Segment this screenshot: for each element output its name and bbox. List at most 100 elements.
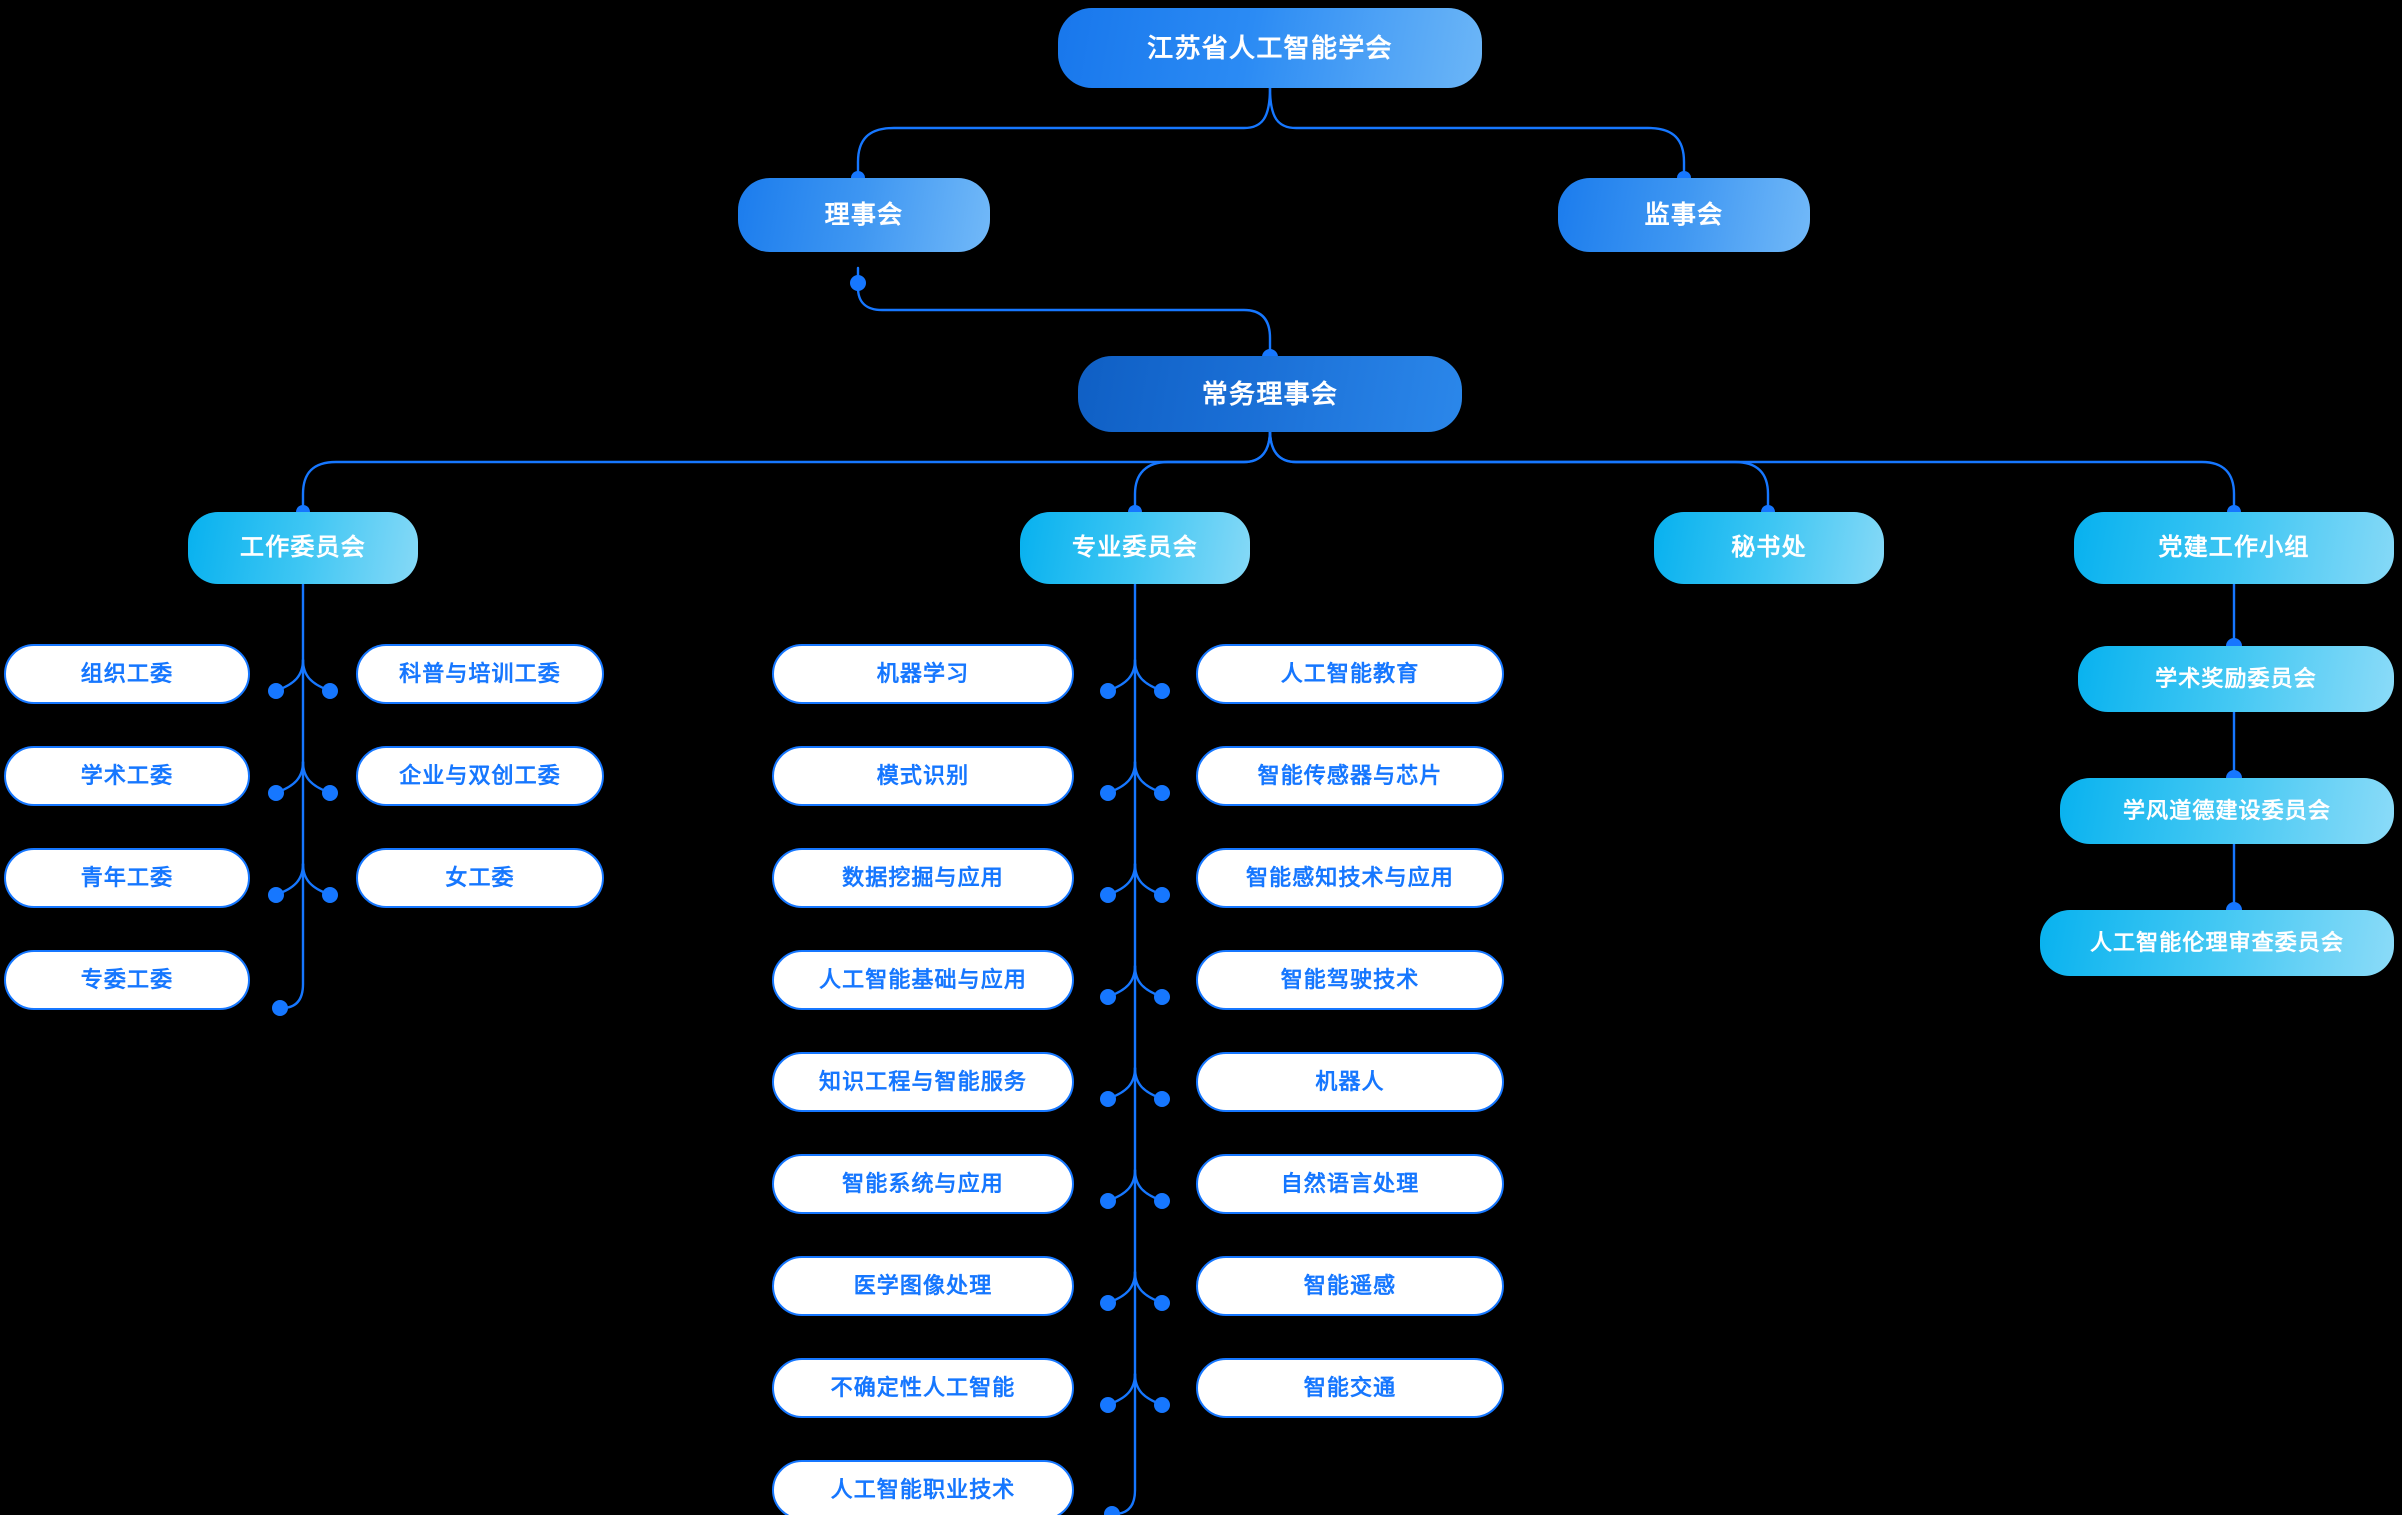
link-changwu-to-mishuchu <box>1268 428 1770 514</box>
link-root-to-lishihui <box>856 86 1272 180</box>
node-standing-council[interactable]: 常务理事会 <box>1078 356 1462 432</box>
leaf-organization-committee[interactable]: 组织工委 <box>4 644 250 704</box>
leaf-youth-committee[interactable]: 青年工委 <box>4 848 250 908</box>
branch-zy-r2 <box>1133 760 1162 794</box>
branch-zy-r4 <box>1133 964 1162 998</box>
leaf-womens-committee[interactable]: 女工委 <box>356 848 604 908</box>
node-label: 人工智能基础与应用 <box>819 967 1027 992</box>
leaf-intelligent-sensors-chips[interactable]: 智能传感器与芯片 <box>1196 746 1504 806</box>
node-label: 工作委员会 <box>240 534 366 561</box>
leaf-intelligent-systems-application[interactable]: 智能系统与应用 <box>772 1154 1074 1214</box>
node-label: 学术奖励委员会 <box>2155 666 2317 691</box>
leaf-intelligent-driving-technology[interactable]: 智能驾驶技术 <box>1196 950 1504 1010</box>
leaf-medical-image-processing[interactable]: 医学图像处理 <box>772 1256 1074 1316</box>
leaf-ai-education[interactable]: 人工智能教育 <box>1196 644 1504 704</box>
node-label: 青年工委 <box>80 865 174 890</box>
node-label: 自然语言处理 <box>1280 1171 1420 1196</box>
branch-zy-r3 <box>1133 862 1162 896</box>
link-root-to-jianshihui <box>1268 86 1686 180</box>
leaf-robotics[interactable]: 机器人 <box>1196 1052 1504 1112</box>
leaf-science-popularization-training-committee[interactable]: 科普与培训工委 <box>356 644 604 704</box>
node-label: 人工智能教育 <box>1280 661 1420 686</box>
node-label: 知识工程与智能服务 <box>819 1069 1027 1094</box>
node-council[interactable]: 理事会 <box>738 178 990 252</box>
node-label: 常务理事会 <box>1201 379 1339 409</box>
node-label: 医学图像处理 <box>853 1273 993 1298</box>
leaf-intelligent-perception-technology-application[interactable]: 智能感知技术与应用 <box>1196 848 1504 908</box>
leaf-knowledge-engineering-intelligent-services[interactable]: 知识工程与智能服务 <box>772 1052 1074 1112</box>
leaf-special-committee[interactable]: 专委工委 <box>4 950 250 1010</box>
node-label: 智能传感器与芯片 <box>1257 763 1443 788</box>
link-changwu-to-gongzuo <box>301 428 1272 514</box>
branch-gongzuo-r3 <box>301 862 330 896</box>
node-label: 组织工委 <box>80 661 174 686</box>
branch-zy-r7 <box>1133 1270 1162 1304</box>
leaf-machine-learning[interactable]: 机器学习 <box>772 644 1074 704</box>
branch-zy-r1 <box>1133 658 1162 692</box>
node-label: 专委工委 <box>80 967 174 992</box>
node-label: 女工委 <box>445 865 515 890</box>
branch-gongzuo-l1 <box>276 658 305 692</box>
leaf-ai-vocational-technology[interactable]: 人工智能职业技术 <box>772 1460 1074 1515</box>
branch-zy-l4 <box>1108 964 1137 998</box>
branch-gongzuo-r2 <box>301 760 330 794</box>
node-label: 不确定性人工智能 <box>830 1375 1016 1400</box>
node-label: 智能交通 <box>1303 1375 1397 1400</box>
leaf-intelligent-transportation[interactable]: 智能交通 <box>1196 1358 1504 1418</box>
node-label: 学术工委 <box>80 763 174 788</box>
node-label: 科普与培训工委 <box>399 661 561 686</box>
node-professional-committee[interactable]: 专业委员会 <box>1020 512 1250 584</box>
link-lishihui-to-changwu <box>856 266 1272 358</box>
branch-gongzuo-l2 <box>276 760 305 794</box>
leaf-intelligent-remote-sensing[interactable]: 智能遥感 <box>1196 1256 1504 1316</box>
node-label: 智能驾驶技术 <box>1280 967 1420 992</box>
branch-zy-l5 <box>1108 1066 1137 1100</box>
branch-gongzuo-r1 <box>301 658 330 692</box>
link-changwu-to-zhuanye <box>1133 428 1272 514</box>
branch-zy-l6 <box>1108 1168 1137 1202</box>
node-label: 江苏省人工智能学会 <box>1147 33 1393 63</box>
leaf-academic-award-committee[interactable]: 学术奖励委员会 <box>2078 646 2394 712</box>
node-label: 人工智能职业技术 <box>830 1477 1016 1502</box>
branch-zy-l7 <box>1108 1270 1137 1304</box>
leaf-academic-ethics-construction-committee[interactable]: 学风道德建设委员会 <box>2060 778 2394 844</box>
branch-zy-l2 <box>1108 760 1137 794</box>
branch-zy-r6 <box>1133 1168 1162 1202</box>
node-label: 秘书处 <box>1731 534 1807 561</box>
branch-gongzuo-l3 <box>276 862 305 896</box>
trunk-gongzuo <box>280 582 305 1010</box>
dot-lishihui-out <box>850 275 866 291</box>
leaf-enterprise-innovation-committee[interactable]: 企业与双创工委 <box>356 746 604 806</box>
leaf-ai-foundation-application[interactable]: 人工智能基础与应用 <box>772 950 1074 1010</box>
node-label: 专业委员会 <box>1072 534 1198 561</box>
node-label: 模式识别 <box>876 763 970 788</box>
node-label: 机器人 <box>1315 1069 1385 1094</box>
node-label: 学风道德建设委员会 <box>2123 798 2331 823</box>
node-label: 智能感知技术与应用 <box>1246 865 1454 890</box>
branch-zy-l1 <box>1108 658 1137 692</box>
node-label: 理事会 <box>824 200 904 229</box>
leaf-academic-committee[interactable]: 学术工委 <box>4 746 250 806</box>
leaf-natural-language-processing[interactable]: 自然语言处理 <box>1196 1154 1504 1214</box>
node-party-work-group[interactable]: 党建工作小组 <box>2074 512 2394 584</box>
node-label: 企业与双创工委 <box>399 763 561 788</box>
node-label: 数据挖掘与应用 <box>842 865 1004 890</box>
node-label: 智能遥感 <box>1303 1273 1397 1298</box>
node-secretariat[interactable]: 秘书处 <box>1654 512 1884 584</box>
trunk-zhuanye <box>1112 582 1137 1515</box>
node-board-of-supervisors[interactable]: 监事会 <box>1558 178 1810 252</box>
leaf-ai-ethics-review-committee[interactable]: 人工智能伦理审查委员会 <box>2040 910 2394 976</box>
branch-zy-l3 <box>1108 862 1137 896</box>
node-root-society[interactable]: 江苏省人工智能学会 <box>1058 8 1482 88</box>
leaf-data-mining-application[interactable]: 数据挖掘与应用 <box>772 848 1074 908</box>
leaf-uncertainty-ai[interactable]: 不确定性人工智能 <box>772 1358 1074 1418</box>
node-label: 党建工作小组 <box>2158 534 2310 561</box>
node-label: 监事会 <box>1644 200 1724 229</box>
node-label: 机器学习 <box>876 661 970 686</box>
link-changwu-to-dangjian <box>1268 428 2236 514</box>
leaf-pattern-recognition[interactable]: 模式识别 <box>772 746 1074 806</box>
node-work-committee[interactable]: 工作委员会 <box>188 512 418 584</box>
node-label: 人工智能伦理审查委员会 <box>2089 930 2345 955</box>
branch-zy-r5 <box>1133 1066 1162 1100</box>
